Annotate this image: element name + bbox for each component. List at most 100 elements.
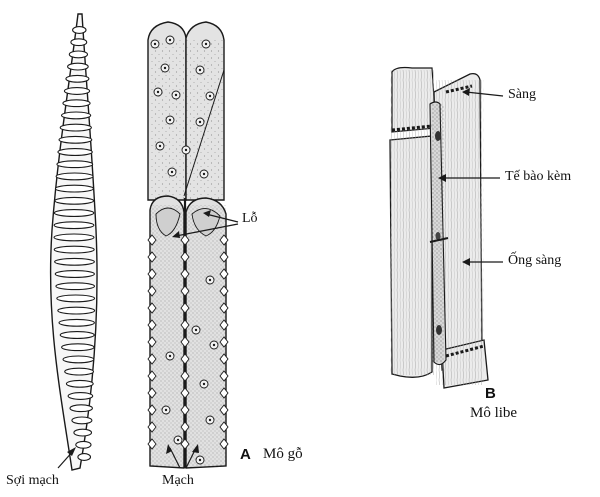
coil-ring (54, 184, 94, 193)
pit-aperture (153, 42, 157, 46)
wall-pit (219, 268, 229, 280)
label-fiber: Sợi mạch (6, 473, 59, 488)
wall-pit (219, 421, 229, 433)
wall-pit (219, 387, 229, 399)
wall-pit (180, 302, 190, 314)
wall-pit (219, 302, 229, 314)
coil-ring (54, 196, 95, 205)
coil-ring (56, 294, 96, 303)
coil-ring (75, 440, 92, 449)
vessel-fiber-drawing (49, 13, 98, 471)
pit-aperture (202, 382, 206, 386)
phloem-drawing (389, 66, 489, 389)
wall-pit (180, 353, 190, 365)
coil-ring (62, 99, 91, 108)
coil-ring (63, 87, 91, 95)
wall-pit (147, 438, 157, 450)
coil-ring (69, 404, 93, 413)
panel-a-caption: Mô gỗ (263, 446, 303, 462)
label-sieve-tube: Ống sàng (508, 253, 562, 268)
wall-pit (219, 251, 229, 263)
wall-pit (219, 438, 229, 450)
coil-ring (61, 343, 95, 352)
wall-pit (219, 234, 229, 246)
leader-lines (57, 88, 504, 469)
coil-ring (70, 38, 88, 47)
pit-aperture (168, 354, 172, 358)
pit-aperture (194, 328, 198, 332)
wall-pit (147, 285, 157, 297)
pit-aperture (163, 66, 167, 70)
wall-pit (219, 353, 229, 365)
wall-pit (180, 285, 190, 297)
wall-pit (147, 319, 157, 331)
wall-pit (147, 370, 157, 382)
wall-pit (180, 387, 190, 399)
pit-aperture (212, 343, 216, 347)
coil-ring (55, 172, 94, 181)
label-pit: Lỗ (242, 211, 258, 226)
wall-pit (180, 251, 190, 263)
coil-ring (67, 392, 94, 400)
pit-aperture (174, 93, 178, 97)
pit-aperture (184, 148, 188, 152)
wall-pit-chain (147, 234, 229, 450)
panel-b-caption: Mô libe (470, 405, 518, 421)
coil-ring (65, 74, 90, 83)
wall-pit (180, 404, 190, 416)
coil-ring (59, 123, 92, 132)
panel-b-letter: B (485, 385, 496, 402)
coil-ring (58, 318, 95, 327)
pit-aperture (198, 68, 202, 72)
label-sieve-plate: Sàng (508, 87, 536, 102)
wall-pit (147, 251, 157, 263)
wall-pit (219, 404, 229, 416)
coil-ring (55, 282, 96, 291)
wall-pit (147, 353, 157, 365)
wall-pit (219, 370, 229, 382)
coil-ring (73, 428, 93, 437)
coil-ring (65, 379, 94, 388)
coil-ring (58, 135, 93, 144)
pit-aperture (156, 90, 160, 94)
pit-aperture (168, 38, 172, 42)
wall-pit (180, 421, 190, 433)
coil-ring (77, 453, 92, 461)
coil-ring (60, 111, 92, 120)
panel-a-letter: A (240, 446, 251, 463)
coil-ring (54, 257, 95, 266)
coil-ring (57, 306, 96, 315)
coil-ring (62, 355, 95, 364)
pit-aperture (164, 408, 168, 412)
wall-pit (147, 302, 157, 314)
coil-ring (56, 160, 94, 169)
spiral-thickening (53, 26, 96, 461)
coil-ring (54, 270, 95, 278)
pit-aperture (170, 170, 174, 174)
pit-aperture (198, 458, 202, 462)
pit-aperture (208, 278, 212, 282)
label-vessel: Mạch (162, 473, 194, 488)
coil-ring (71, 416, 93, 425)
bordered-pits (150, 35, 219, 465)
wall-pit (219, 285, 229, 297)
coil-ring (67, 62, 89, 71)
pit-aperture (202, 172, 206, 176)
wall-pit (180, 438, 190, 450)
vessel-elements-drawing (147, 21, 229, 469)
pit-aperture (176, 438, 180, 442)
pit-aperture (208, 418, 212, 422)
wall-pit (180, 370, 190, 382)
pit-aperture (158, 144, 162, 148)
wall-pit (147, 404, 157, 416)
coil-ring (72, 26, 87, 34)
wall-pit (219, 319, 229, 331)
pit-aperture (204, 42, 208, 46)
wall-pit (147, 234, 157, 246)
wall-pit (180, 336, 190, 348)
pit-aperture (168, 118, 172, 122)
wall-pit (180, 234, 190, 246)
wall-pit (147, 336, 157, 348)
wall-pit (147, 421, 157, 433)
